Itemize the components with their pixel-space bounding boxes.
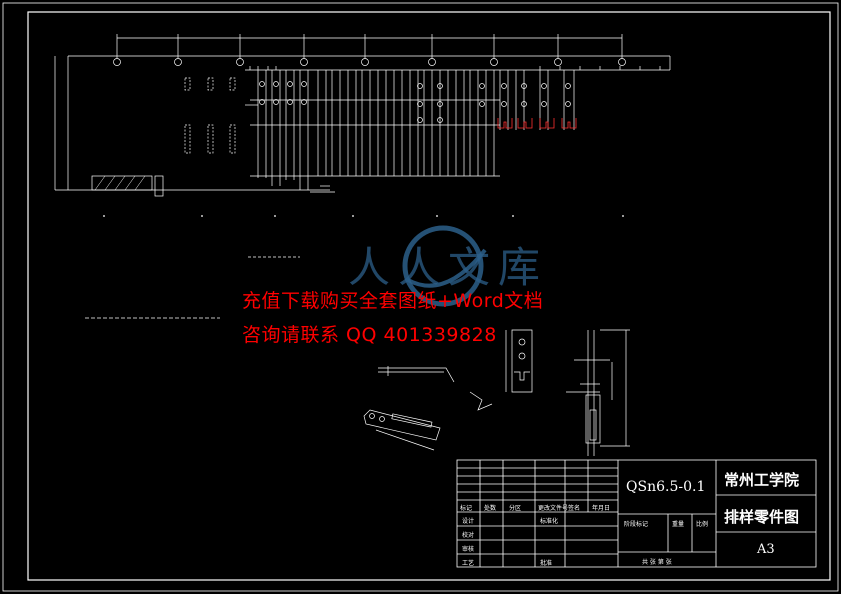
watermark-logo: 人人文库: [348, 225, 548, 307]
cell-design: 设计: [462, 518, 475, 525]
material-label: QSn6.5-0.1: [626, 479, 706, 495]
cell-file-no: 更改文件号: [538, 505, 569, 512]
watermark-line-1: 充值下载购买全套图纸+Word文档: [242, 290, 544, 312]
watermark-line-2: 咨询请联系 QQ 401339828: [242, 324, 497, 346]
cell-check: 校对: [462, 532, 475, 539]
logo-swoosh: [407, 248, 487, 288]
cell-zone: 分区: [509, 505, 522, 512]
cell-count: 处数: [484, 505, 497, 512]
cell-sheets: 共 张 第 张: [642, 559, 672, 566]
part-views: [85, 256, 630, 456]
cell-process: 工艺: [462, 560, 475, 567]
cell-sign: 签名: [568, 505, 581, 512]
cell-weight: 重量: [672, 521, 685, 528]
school-name: 常州工学院: [724, 471, 800, 489]
strip-layout-red-contours: [497, 118, 577, 129]
cell-review: 审核: [462, 546, 475, 553]
drawing-title: 排样零件图: [724, 508, 800, 526]
cell-stage-mark: 阶段标记: [624, 521, 649, 528]
logo-ring: [402, 225, 484, 307]
cell-date: 年月日: [592, 505, 611, 512]
logo-text: 人人文库: [348, 243, 548, 292]
strip-layout: [54, 34, 671, 217]
cell-scale: 比例: [696, 521, 709, 528]
cell-standard: 标准化: [540, 518, 559, 525]
title-block-frame: [456, 459, 817, 568]
sheet-format: A3: [757, 542, 775, 557]
cell-mark: 标记: [460, 505, 473, 512]
cell-approve: 批准: [540, 560, 553, 567]
inner-border: [27, 11, 831, 581]
